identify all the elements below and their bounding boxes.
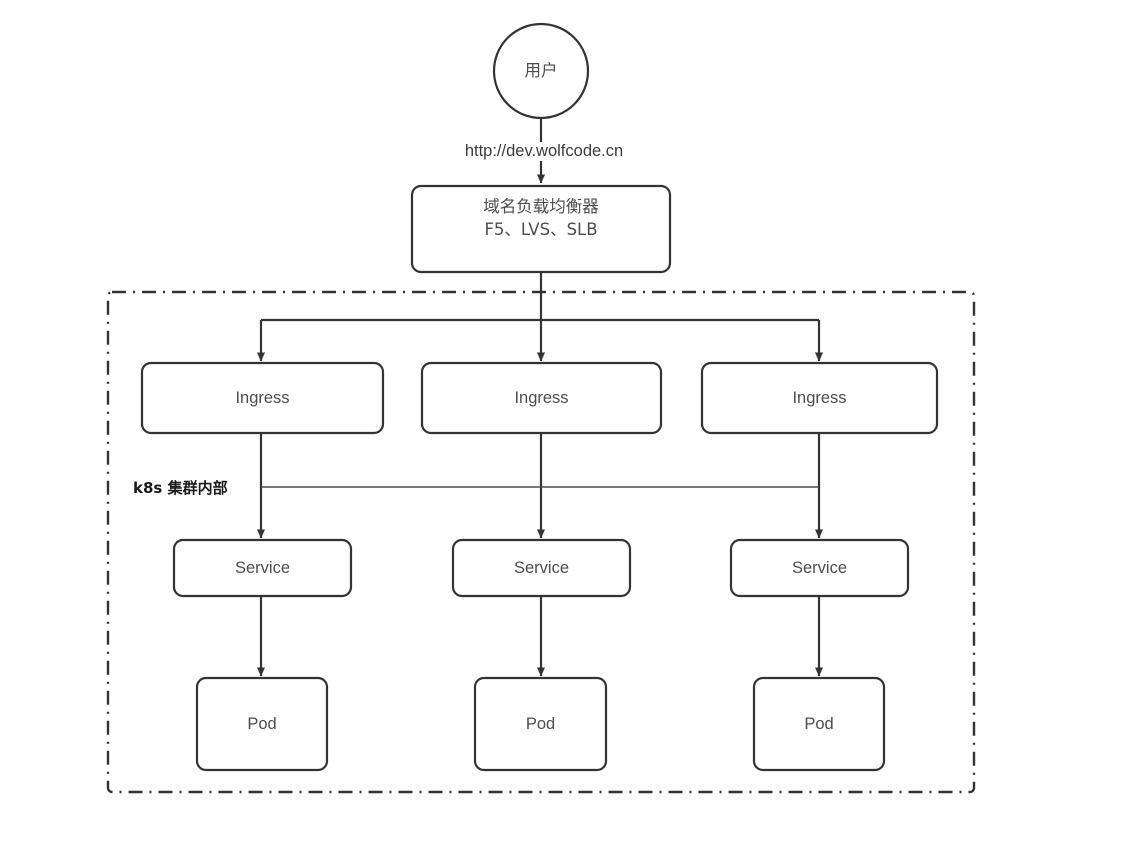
service-rect-3 bbox=[729, 538, 910, 598]
edge-label-user-to-lb: http://dev.wolfcode.cn bbox=[441, 142, 647, 161]
pod-rect-2 bbox=[473, 676, 608, 772]
pod-rect-1 bbox=[195, 676, 329, 772]
k8s-cluster-label: k8s 集群内部 bbox=[131, 477, 230, 498]
domain-load-balancer-rect bbox=[410, 184, 672, 274]
user-circle-shape bbox=[492, 22, 590, 120]
ingress-rect-1 bbox=[140, 361, 385, 435]
ingress-rect-3 bbox=[700, 361, 939, 435]
pod-rect-3 bbox=[752, 676, 886, 772]
service-rect-2 bbox=[451, 538, 632, 598]
ingress-rect-2 bbox=[420, 361, 663, 435]
service-rect-1 bbox=[172, 538, 353, 598]
